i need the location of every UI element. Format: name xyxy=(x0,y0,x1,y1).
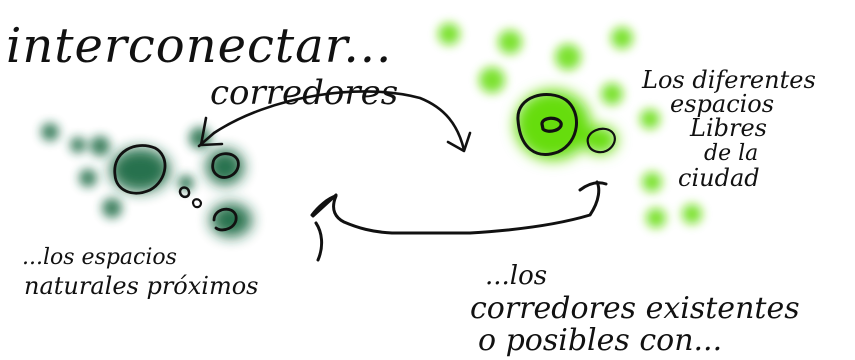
city-note-line-1: Los diferentes xyxy=(641,66,816,94)
handwritten-labels: interconectar... corredores Los diferent… xyxy=(6,18,816,358)
title-text: interconectar... xyxy=(6,18,392,74)
existing-corridors-note: ...los corredores existentes o posibles … xyxy=(470,261,800,358)
corridors-arrow xyxy=(197,90,472,153)
natural-note-line-1: ...los espacios xyxy=(22,245,177,270)
corridors-note-line-1: ...los xyxy=(485,261,547,291)
corridors-label: corredores xyxy=(210,73,398,113)
city-note-line-4: de la xyxy=(704,141,758,166)
natural-note-line-2: naturales próximos xyxy=(24,272,259,300)
city-spaces-cluster xyxy=(438,23,702,228)
city-note-line-3: Libres xyxy=(689,114,767,142)
blob-outlines xyxy=(113,93,616,232)
corridors-note-line-2: corredores existentes xyxy=(470,291,800,326)
city-spaces-note: Los diferentes espacios Libres de la ciu… xyxy=(641,66,816,192)
natural-spaces-note: ...los espacios naturales próximos xyxy=(22,245,259,300)
existing-corridors-connector xyxy=(310,180,608,262)
natural-spaces-cluster xyxy=(41,123,252,237)
city-note-line-2: espacios xyxy=(670,90,774,118)
city-note-line-5: ciudad xyxy=(678,164,760,192)
corridors-note-line-3: o posibles con... xyxy=(478,323,722,358)
